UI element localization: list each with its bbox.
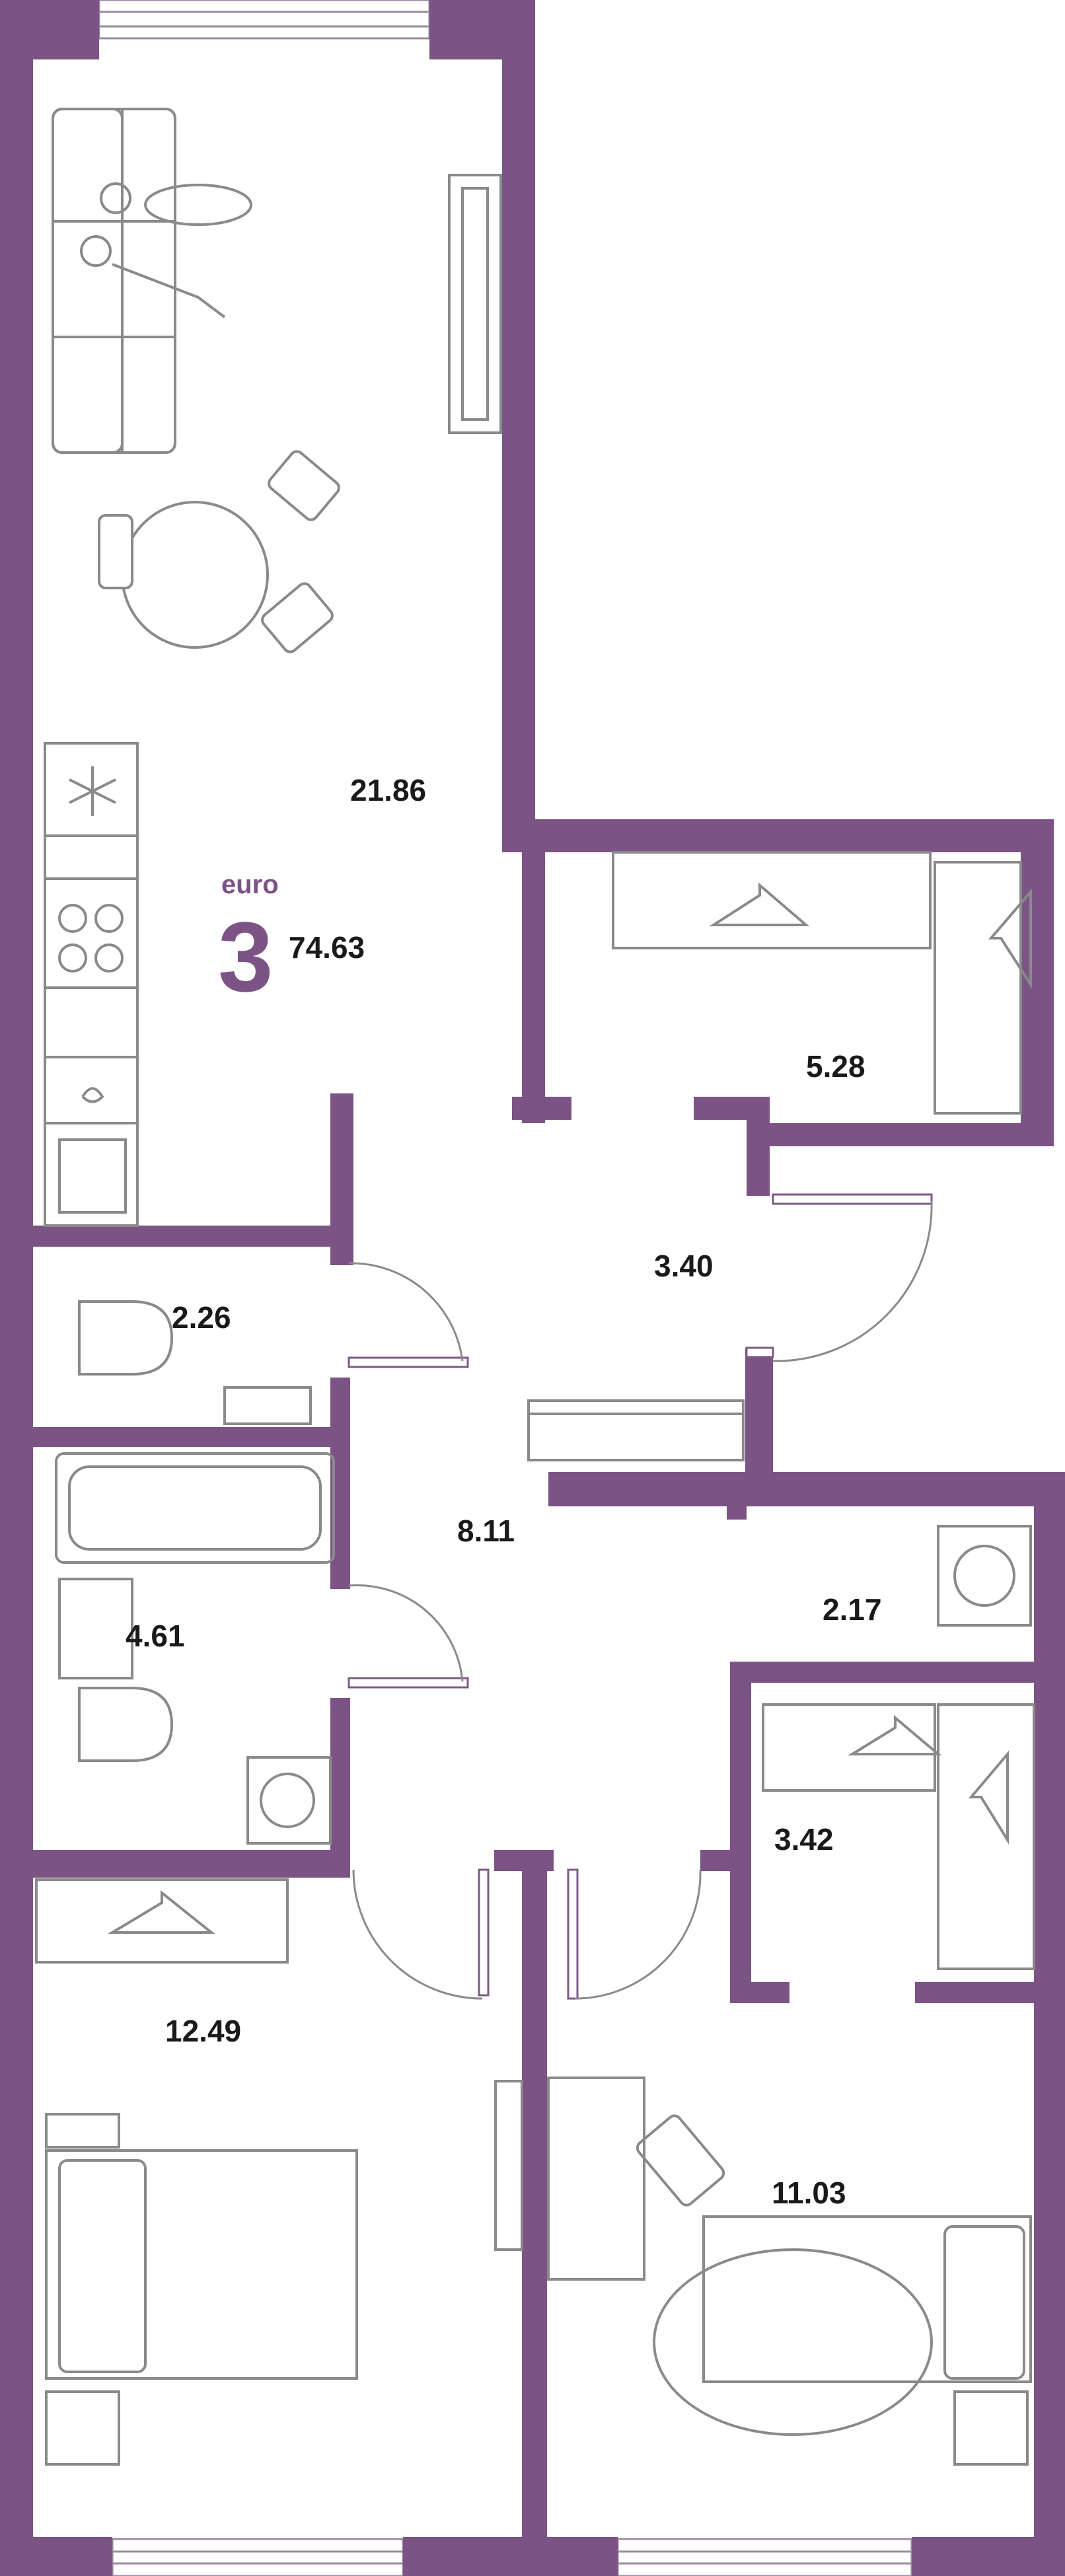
doors [348, 1193, 933, 2000]
kitchen-units [44, 742, 139, 1227]
bed-icon [45, 2113, 1032, 2466]
washing-machine-icon [246, 1525, 1032, 1845]
hall-cabinet [527, 1399, 745, 1461]
area-corridor: 8.11 [457, 1514, 515, 1548]
bathroom-sink [58, 1578, 133, 1679]
door-bedroom-left [352, 1868, 490, 2000]
tv-icon [448, 174, 502, 434]
apartment-total-area: 74.63 [289, 930, 365, 965]
area-labels: 21.86 5.28 3.40 2.26 8.11 4.61 2.17 3.42… [126, 773, 882, 2210]
area-laundry: 2.17 [823, 1592, 882, 1627]
area-bathroom: 4.61 [126, 1619, 185, 1653]
area-wardrobe-right: 3.42 [774, 1822, 834, 1857]
apartment-rooms: 3 [218, 901, 273, 1012]
wardrobe-bedroom-left [35, 1878, 289, 1964]
area-wc: 2.26 [172, 1300, 231, 1335]
area-wardrobe-top: 5.28 [806, 1049, 865, 1084]
hanger-icon [709, 882, 1032, 989]
area-bedroom-right: 11.03 [772, 2176, 846, 2210]
door-bedroom-right [567, 1868, 702, 2000]
apartment-type-label: euro [221, 870, 279, 899]
chair-icon [98, 450, 340, 653]
area-bedroom-left: 12.49 [165, 2014, 241, 2048]
door-wc [348, 1262, 469, 1368]
toilet-icon [78, 1300, 174, 1762]
stove-icon [58, 904, 124, 973]
bathtub-icon [55, 1452, 335, 1564]
area-hall: 3.40 [654, 1249, 714, 1283]
wardrobe-top [612, 851, 1022, 1115]
window-bottom-right [616, 2538, 913, 2576]
area-living-kitchen: 21.86 [350, 773, 426, 807]
sofa-icon [52, 108, 252, 454]
furniture [35, 108, 1035, 2466]
door-wardrobe-top [745, 1193, 933, 1362]
window-top [98, 0, 431, 40]
door-bathroom [348, 1584, 469, 1689]
windows [98, 0, 913, 2576]
tv-icon [494, 2080, 523, 2251]
sink-icon [58, 1087, 127, 1214]
desk-icon [547, 2077, 725, 2281]
wardrobe-right [762, 1703, 1035, 1970]
snowflake-icon [69, 766, 116, 816]
window-bottom-left [111, 2538, 404, 2576]
apartment-badge: euro 3 74.63 [218, 870, 365, 1012]
dining-table [121, 501, 269, 649]
wc-sink [223, 1386, 312, 1425]
